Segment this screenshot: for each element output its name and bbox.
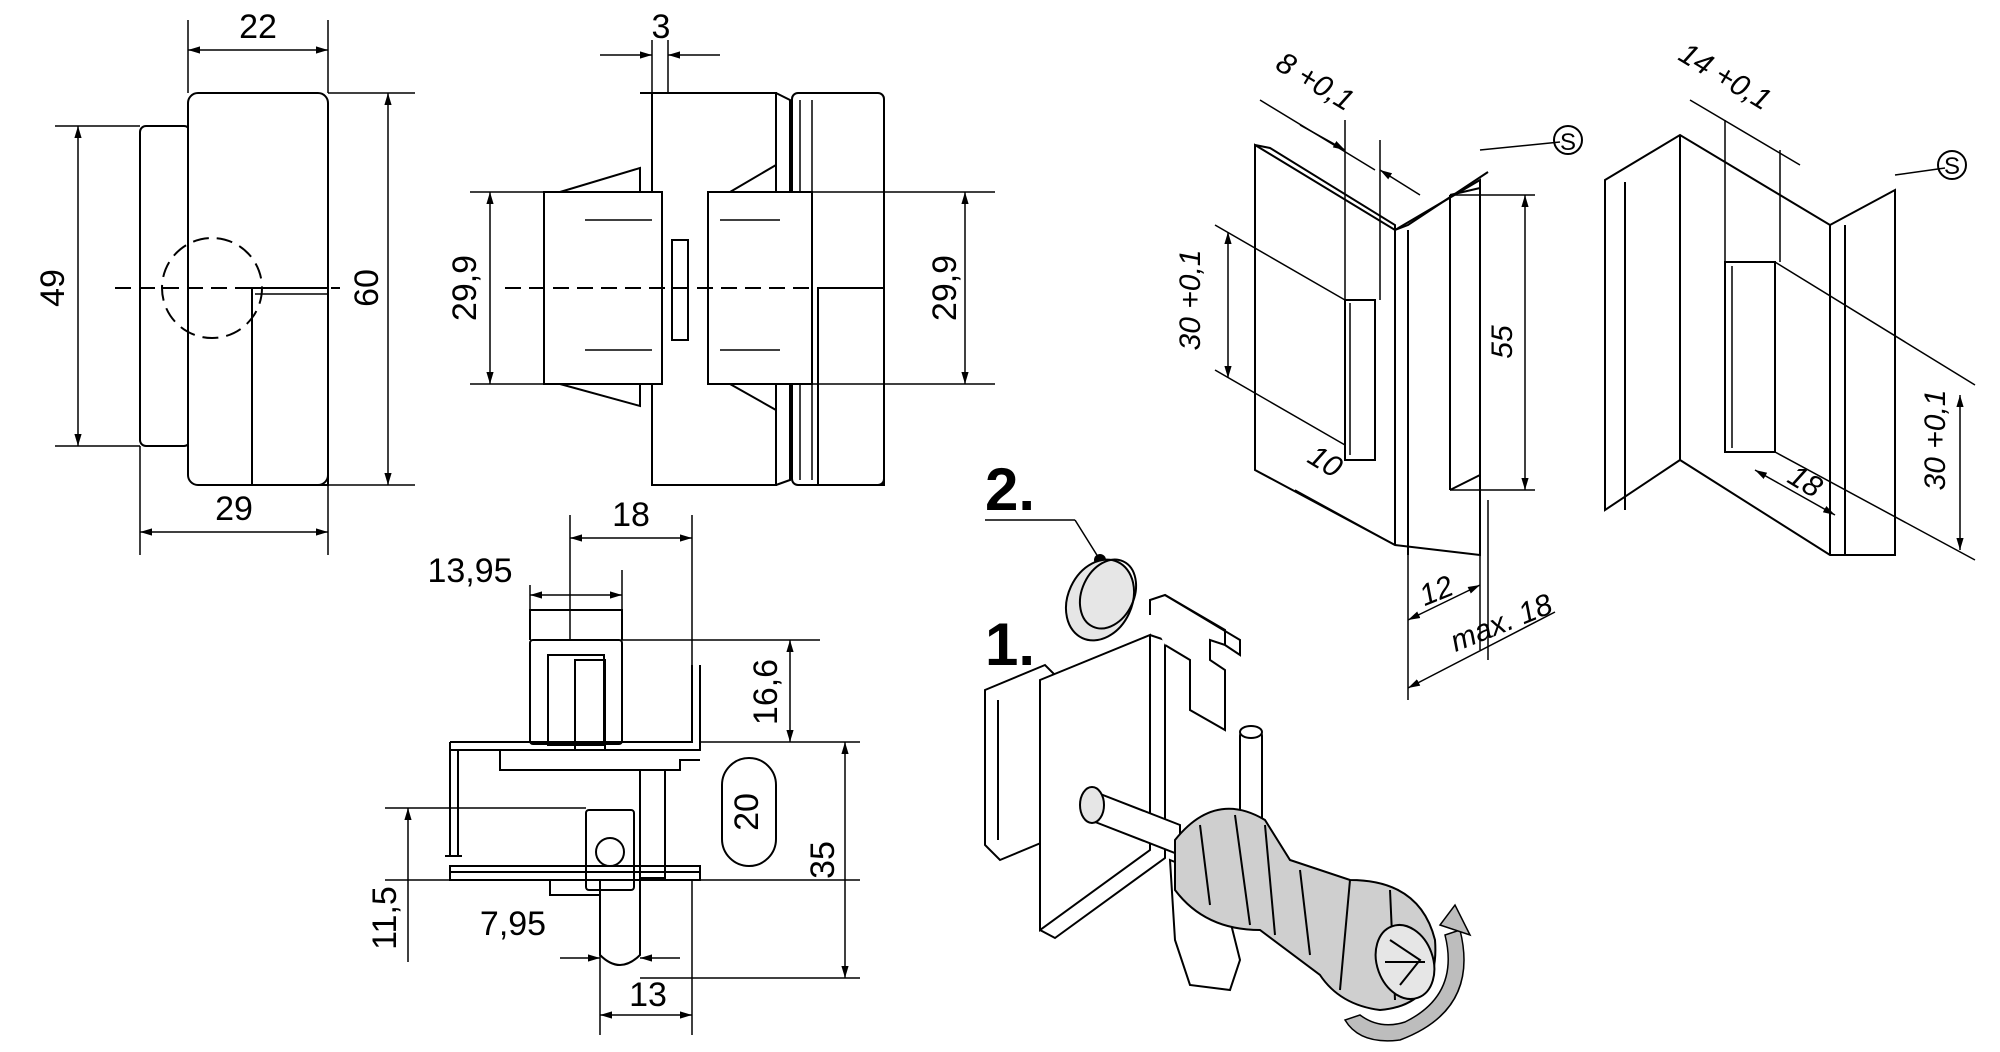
handle-assembly-3d: 2. 1. (984, 456, 1472, 1042)
dim-side-outer-height: 60 (348, 269, 386, 307)
keeper1-thickness-symbol: S (1560, 129, 1576, 156)
dim-section-lower: 11,5 (366, 886, 404, 950)
dim-section-pin-offset: 7,95 (480, 905, 546, 943)
dim-front-offset: 3 (652, 8, 671, 46)
section-view: 20 18 13,95 16,6 35 11,5 7,95 13 (366, 496, 860, 1035)
dim-section-upper: 16,6 (747, 659, 785, 725)
side-view: 22 49 60 29 (34, 8, 415, 555)
keeper-2: 14 +0,1 30 +0,1 18 S (1604, 37, 1976, 561)
dim-keeper2-width: 14 +0,1 (1673, 37, 1777, 117)
dim-keeper1-width: 8 +0,1 (1270, 46, 1359, 118)
step-1-label: 1. (985, 611, 1035, 678)
dim-section-offset: 13,95 (427, 552, 512, 590)
dim-front-height-right: 29,9 (926, 255, 964, 321)
dim-keeper1-height: 30 +0,1 (1174, 250, 1207, 351)
dim-front-height-left: 29,9 (446, 255, 484, 321)
dim-side-width: 22 (239, 8, 277, 46)
dim-section-slot: 20 (728, 793, 766, 831)
front-view: 3 29,9 29,9 (446, 8, 995, 486)
dim-keeper2-height: 30 +0,1 (1919, 390, 1952, 491)
dim-section-height: 35 (804, 841, 842, 879)
keeper2-thickness-symbol: S (1944, 153, 1960, 180)
dim-keeper1-length: 55 (1486, 325, 1519, 359)
dim-side-depth: 29 (215, 490, 253, 528)
dim-keeper1-max: max. 18 (1446, 588, 1558, 659)
dim-keeper1-edge: 10 (1302, 439, 1348, 485)
step-2-label: 2. (985, 456, 1035, 523)
dim-keeper2-depth: 18 (1782, 459, 1828, 505)
keeper-1: 8 +0,1 30 +0,1 55 10 12 max. 18 S (1174, 46, 1583, 700)
dim-side-inner-height: 49 (34, 269, 72, 307)
dim-section-width-lower: 13 (629, 976, 667, 1014)
dim-section-width: 18 (612, 496, 650, 534)
dim-keeper1-base: 12 (1415, 570, 1459, 613)
